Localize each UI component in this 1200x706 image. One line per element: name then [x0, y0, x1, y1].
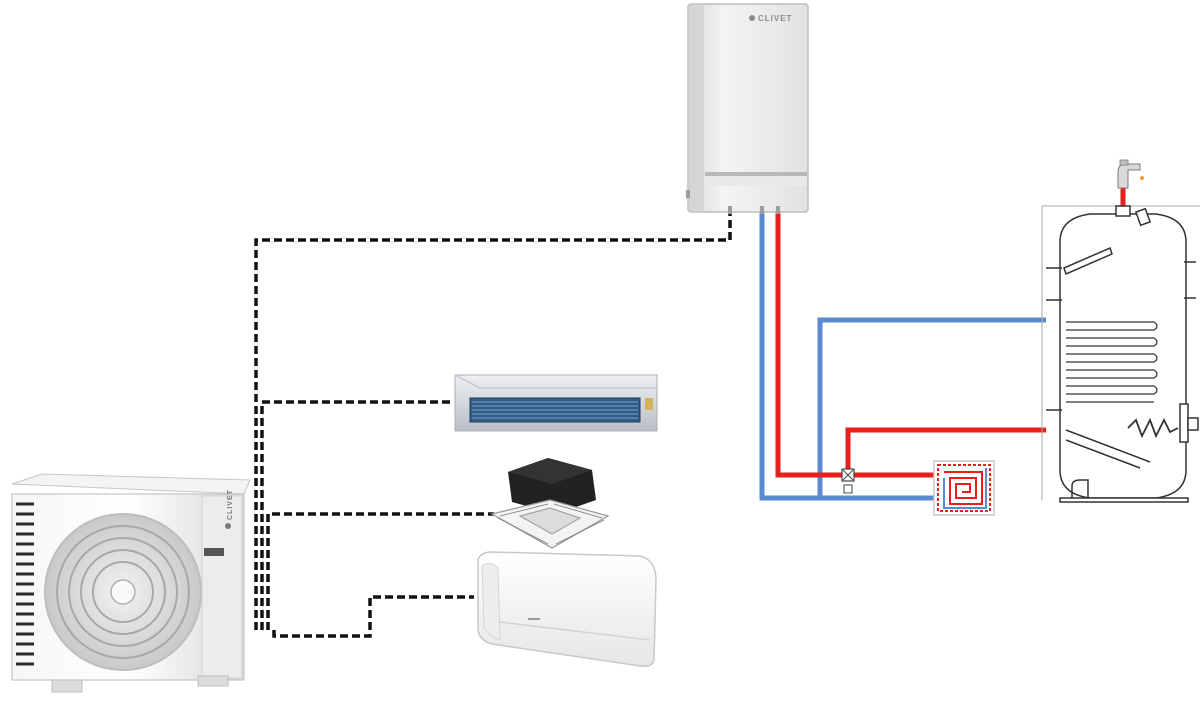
wall-split-unit — [477, 551, 657, 668]
hot-flow-tank — [845, 427, 1046, 475]
outdoor-unit: CLIVET — [11, 473, 251, 693]
storage-tank — [1041, 205, 1200, 503]
line-outdoor-to-wall-split — [272, 595, 474, 638]
floor-coil — [944, 471, 983, 505]
hydronic-module: CLIVET — [686, 3, 809, 214]
tank-coil — [1066, 321, 1158, 403]
hot-flow-main — [775, 212, 934, 478]
hydronic-brand: CLIVET — [758, 14, 792, 23]
cold-return-tank — [817, 317, 1046, 498]
hydronic-logo-icon — [749, 15, 755, 21]
ducted-unit — [454, 374, 658, 432]
cold-return-main — [759, 212, 934, 501]
hydronic-pipes — [759, 188, 1126, 501]
line-outdoor-to-ducted — [260, 400, 452, 630]
hot-water-tap-icon — [1117, 159, 1144, 189]
signal-lines — [254, 212, 732, 638]
line-outdoor-to-cassette — [266, 512, 494, 630]
underfloor-heating — [933, 460, 995, 516]
electric-heater-icon — [1127, 417, 1179, 439]
cassette-unit — [490, 458, 610, 549]
outdoor-brand: CLIVET — [227, 489, 234, 520]
three-way-valve — [841, 468, 855, 494]
line-outdoor-to-hydronic — [254, 212, 732, 630]
